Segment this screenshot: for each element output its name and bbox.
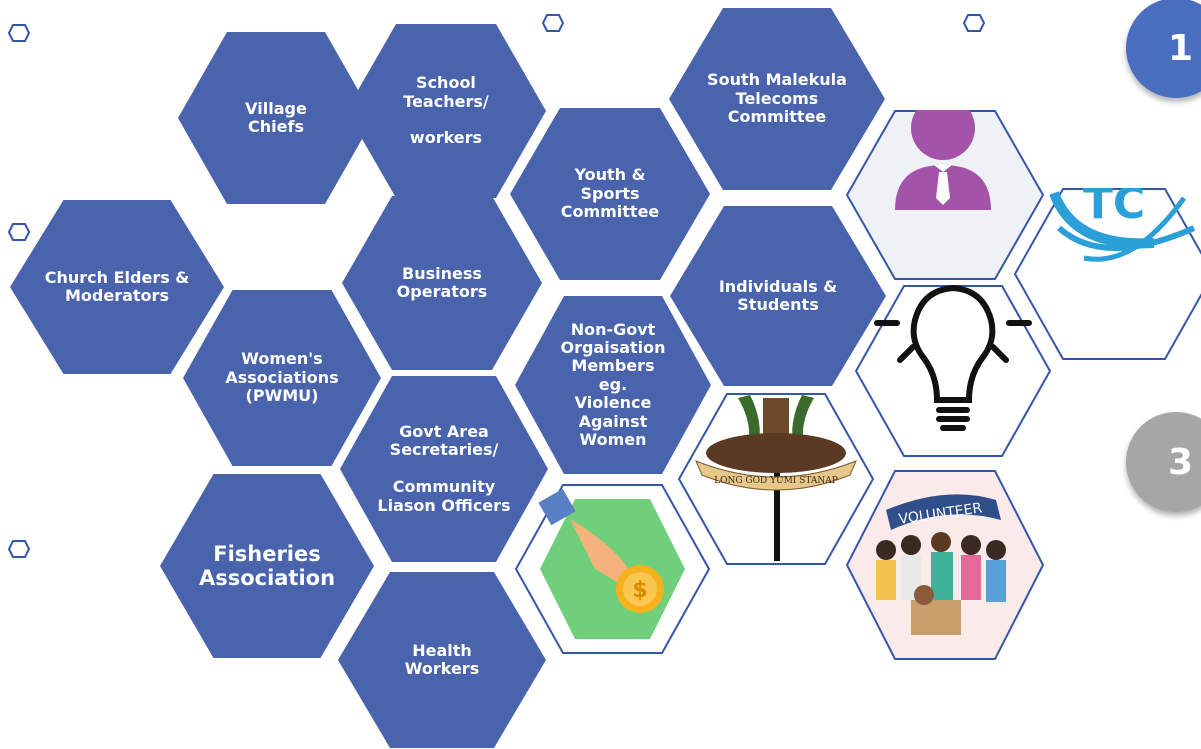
lightbulb-icon — [874, 285, 1032, 431]
individuals-students-label: Individuals & Students — [718, 276, 838, 314]
volunteer-tile: VOLUNTEER — [846, 470, 1044, 660]
hexagon-youth-sports: Youth & Sports Committee — [510, 108, 710, 280]
svg-text:$: $ — [632, 578, 647, 603]
youth-sports-label: Youth & Sports Committee — [560, 165, 660, 222]
emblem-motto: LONG GOD YUMI STANAP — [714, 476, 838, 486]
lightbulb-tile — [855, 285, 1051, 457]
hexagon-ngo-members: Non-Govt Orgaisation Members eg. Violenc… — [515, 296, 711, 474]
village-chiefs-label: Village Chiefs — [245, 98, 307, 136]
telecom-logo-icon: TC — [1049, 188, 1196, 262]
small-hexagon-icon — [8, 540, 30, 558]
business-operators-label: Business Operators — [396, 263, 488, 301]
hexagon-school-teachers: School Teachers/ workers — [346, 24, 546, 198]
coin-hand-tile: $ — [515, 484, 710, 654]
school-teachers-label: School Teachers/ workers — [403, 73, 489, 148]
small-hexagon-icon — [963, 14, 985, 32]
small-hexagon-icon — [8, 223, 30, 241]
ngo-members-label: Non-Govt Orgaisation Members eg. Violenc… — [560, 319, 666, 449]
hexagon-village-chiefs: Village Chiefs — [178, 32, 374, 204]
hexagon-womens-associations: Women's Associations (PWMU) — [183, 290, 381, 466]
hexagon-fisheries-association: Fisheries Association — [160, 474, 374, 658]
svg-text:TC: TC — [1083, 188, 1145, 229]
hexagon-individuals-students: Individuals & Students — [670, 206, 886, 386]
govt-area-secretaries-label: Govt Area Secretaries/ Community Liason … — [377, 422, 511, 515]
hexagon-business-operators: Business Operators — [342, 196, 542, 370]
national-emblem-image: LONG GOD YUMI STANAP — [695, 395, 857, 561]
person-tile — [846, 110, 1044, 280]
emblem-tile: LONG GOD YUMI STANAP — [678, 393, 874, 565]
coin-in-hand-icon: $ — [538, 488, 664, 613]
fisheries-association-label: Fisheries Association — [198, 541, 336, 590]
step-badge-3-number: 3 — [1168, 441, 1194, 483]
hexagon-church-elders: Church Elders & Moderators — [10, 200, 224, 374]
small-hexagon-icon — [8, 24, 30, 42]
person-icon — [895, 110, 991, 210]
small-hexagon-icon — [542, 14, 564, 32]
womens-associations-label: Women's Associations (PWMU) — [225, 349, 339, 406]
church-elders-label: Church Elders & Moderators — [44, 267, 190, 305]
telecoms-committee-label: South Malekula Telecoms Committee — [707, 70, 847, 127]
step-badge-1: 1 — [1126, 0, 1201, 98]
step-badge-3: 3 — [1126, 412, 1201, 512]
step-badge-1-number: 1 — [1168, 27, 1194, 69]
health-workers-label: Health Workers — [404, 640, 480, 678]
logo-tile: TC — [1014, 188, 1201, 360]
volunteer-illustration: VOLUNTEER — [876, 494, 1006, 635]
